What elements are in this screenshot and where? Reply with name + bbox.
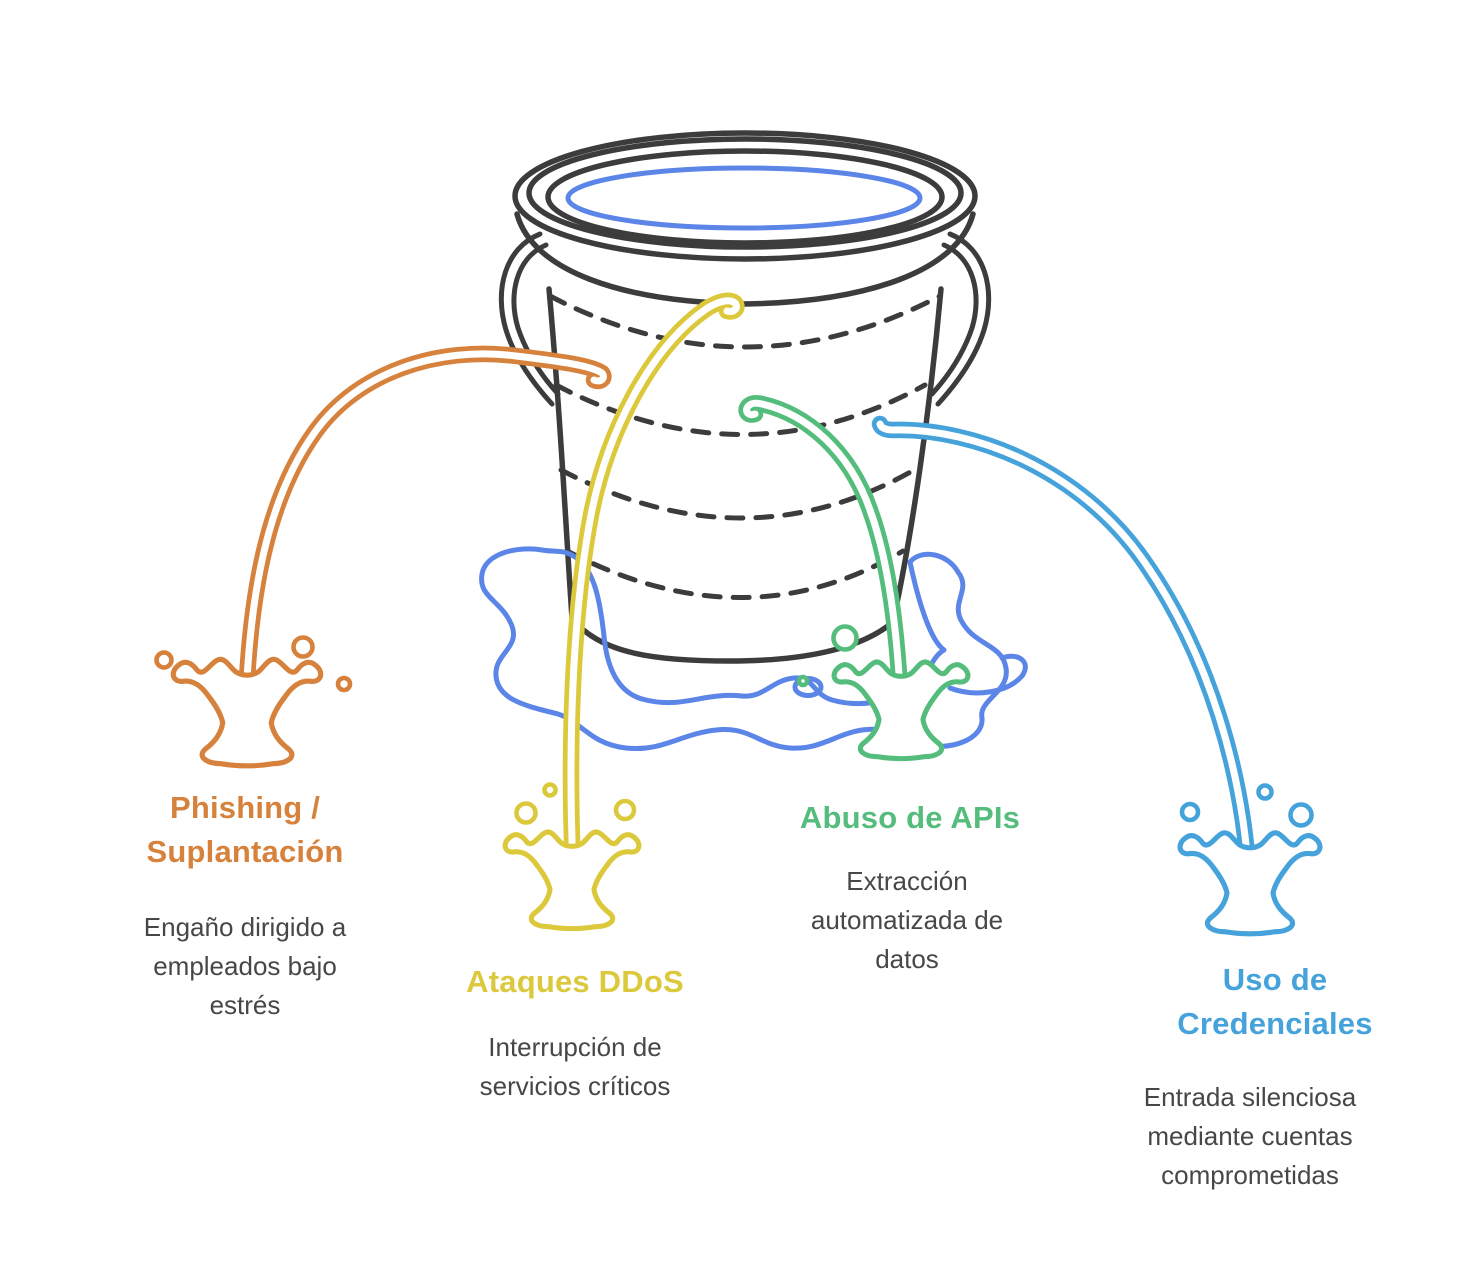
droplets-credentials: [1179, 783, 1314, 828]
stream-ddos: [562, 292, 745, 877]
stream-credentials: [871, 415, 1258, 889]
level-line-1: [547, 293, 943, 350]
bucket-rim-outer: [512, 130, 978, 262]
bucket-body-fill: [515, 133, 975, 662]
label-ddos-description: Interrupción de servicios críticos: [479, 1032, 671, 1101]
droplets-phishing: [154, 635, 353, 693]
bucket-rim-inner: [545, 148, 945, 246]
label-credentials-description: Entrada silenciosa mediante cuentas comp…: [1143, 1082, 1357, 1190]
label-phishing-title: Phishing / Suplantación: [146, 790, 344, 870]
splash-phishing: [173, 659, 320, 766]
label-credentials-title: Uso de Credenciales: [1177, 962, 1373, 1042]
droplets-api-abuse: [796, 624, 859, 688]
bucket-rim-mid: [526, 136, 964, 250]
bucket-handle-left: [498, 231, 561, 407]
level-line-2: [553, 382, 928, 437]
level-line-4: [564, 548, 906, 600]
bucket-side-right: [890, 286, 944, 625]
droplets-ddos: [514, 782, 637, 825]
bucket-handle-right: [929, 231, 992, 407]
stream-api-abuse: [738, 394, 910, 719]
bucket-water-line: [565, 165, 923, 231]
splash-ddos: [505, 832, 639, 929]
puddle-outline: [479, 546, 1028, 752]
stream-phishing: [237, 345, 612, 709]
label-phishing-description: Engaño dirigido a empleados bajo estrés: [143, 912, 347, 1020]
puddle-ripple-right: [947, 653, 1028, 696]
bucket-rim-band-bottom: [514, 211, 976, 307]
label-api-abuse-description: Extracción automatizada de datos: [810, 866, 1004, 974]
bucket-side-left: [546, 286, 575, 621]
label-api-abuse-title: Abuso de APIs: [799, 800, 1021, 835]
splash-credentials: [1180, 833, 1320, 934]
label-ddos-title: Ataques DDoS: [466, 964, 684, 999]
